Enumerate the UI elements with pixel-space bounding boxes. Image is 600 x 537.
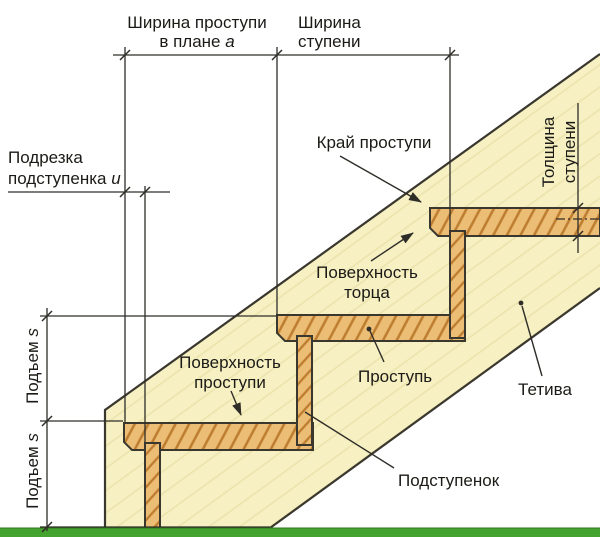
label-tread-edge: Край проступи (317, 133, 432, 152)
leader-dot-stringer (518, 300, 524, 306)
leader-tread-edge (339, 155, 422, 203)
ground-strip (0, 528, 600, 537)
label-step-thickness-line2: ступени (560, 121, 579, 184)
stringer-top-edge (103, 53, 600, 528)
stringer-bottom-edge (269, 287, 600, 529)
leader-riser (304, 411, 395, 469)
tread-top (429, 207, 600, 237)
label-rise-lower: Подъем s (23, 433, 42, 509)
dim-tick-marks (41, 49, 584, 533)
label-rise-upper: Подъем s (23, 328, 42, 404)
leader-stringer (521, 305, 543, 377)
stringer-board (105, 54, 600, 528)
leader-tread-surface (230, 390, 242, 416)
leader-dot-tread (366, 326, 372, 332)
label-end-surface-line2: торца (344, 283, 390, 302)
label-stringer: Тетива (518, 380, 572, 399)
label-tread-surface-line2: проступи (194, 373, 266, 392)
label-riser-undercut-line2: подступенка u (8, 169, 121, 188)
riser-bottom (144, 442, 161, 529)
riser-middle (296, 335, 313, 446)
label-tread-plan-width-line1: Ширина проступи (127, 13, 266, 32)
label-tread-surface-line1: Поверхность (179, 353, 281, 372)
label-step-thickness-line1: Толщина (539, 116, 558, 187)
label-riser: Подступенок (398, 471, 500, 490)
leader-end-surface (370, 232, 414, 262)
label-riser-undercut-line1: Подрезка (8, 148, 83, 167)
label-tread-plan-width-line2: в плане a (159, 32, 234, 51)
extension-lines (40, 47, 451, 528)
label-step-width-line1: Ширина (298, 13, 361, 32)
label-tread: Проступь (358, 367, 432, 386)
label-end-surface-line1: Поверхность (316, 263, 418, 282)
riser-top (449, 230, 466, 339)
tread-bottom (123, 422, 314, 451)
leader-tread (369, 330, 385, 363)
label-step-width-line2: ступени (298, 32, 361, 51)
